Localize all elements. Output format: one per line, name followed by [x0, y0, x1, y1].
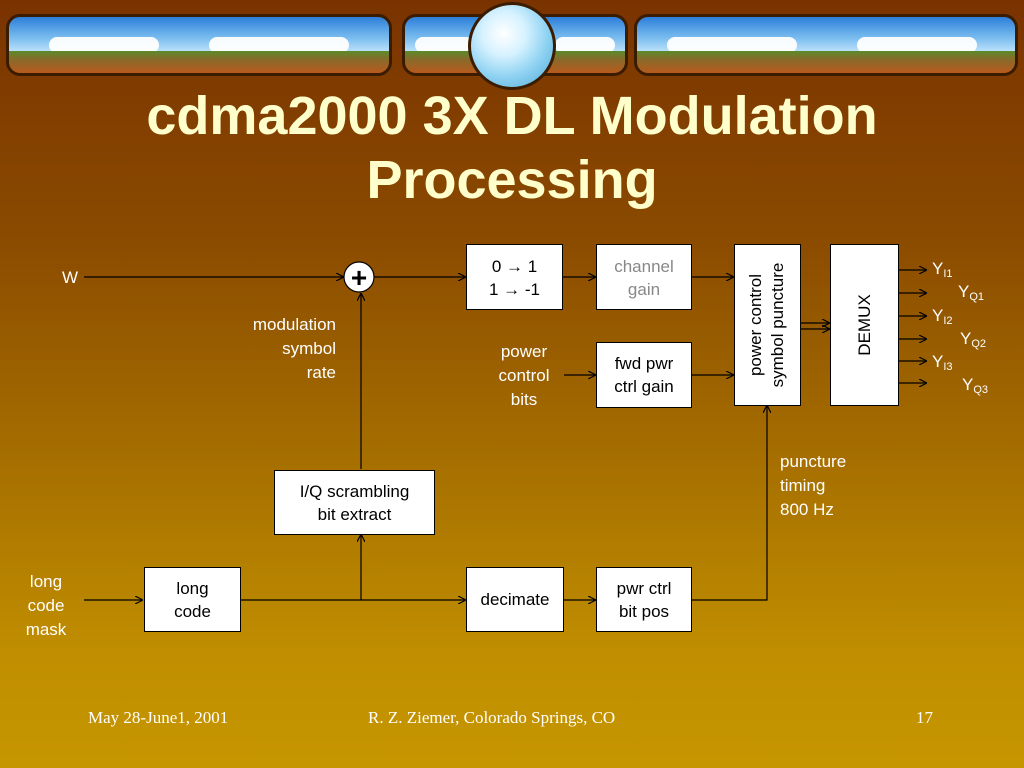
title-line-1: cdma2000 3X DL Modulation	[146, 86, 878, 146]
output-yi1: YI1	[932, 259, 953, 280]
demux-label: DEMUX	[855, 294, 874, 356]
demux-box	[830, 244, 899, 406]
output-yq3: YQ3	[962, 375, 989, 396]
long-code-mask-label: long code mask	[25, 572, 67, 639]
long-code-box: long code	[144, 567, 241, 632]
input-w-label: W	[62, 268, 79, 287]
wire-bitpos-to-puncture	[691, 406, 767, 601]
power-control-puncture-box	[734, 244, 801, 406]
footer-date: May 28-June1, 2001	[88, 708, 229, 727]
footer-author: R. Z. Ziemer, Colorado Springs, CO	[368, 708, 616, 727]
output-yi3: YI3	[932, 352, 953, 373]
title-line-2: Processing	[366, 150, 658, 210]
modulation-rate-label: modulation symbol rate	[252, 315, 336, 382]
power-control-puncture-label: power control symbol puncture	[746, 262, 787, 388]
puncture-timing-label: puncture timing 800 Hz	[780, 452, 847, 519]
summer-plus: +	[350, 262, 368, 293]
banner-right	[634, 14, 1018, 76]
slide-title: cdma2000 3X DL Modulation Processing	[0, 84, 1024, 212]
footer-page-number: 17	[916, 708, 933, 727]
pwr-ctrl-bit-pos-box: pwr ctrl bit pos	[596, 567, 692, 632]
output-yq1: YQ1	[958, 282, 985, 303]
banner-left	[6, 14, 392, 76]
output-yi2: YI2	[932, 306, 953, 327]
decimate-box: decimate	[466, 567, 564, 632]
channel-gain-box: channel gain	[596, 244, 692, 310]
iq-scrambling-box: I/Q scrambling bit extract	[274, 470, 435, 535]
map-box: 0 → 1 1 → -1	[466, 244, 563, 310]
fwd-pwr-ctrl-gain-box: fwd pwr ctrl gain	[596, 342, 692, 408]
power-control-bits-label: power control bits	[498, 342, 550, 409]
globe-logo	[468, 2, 556, 90]
output-yq2: YQ2	[960, 329, 987, 350]
